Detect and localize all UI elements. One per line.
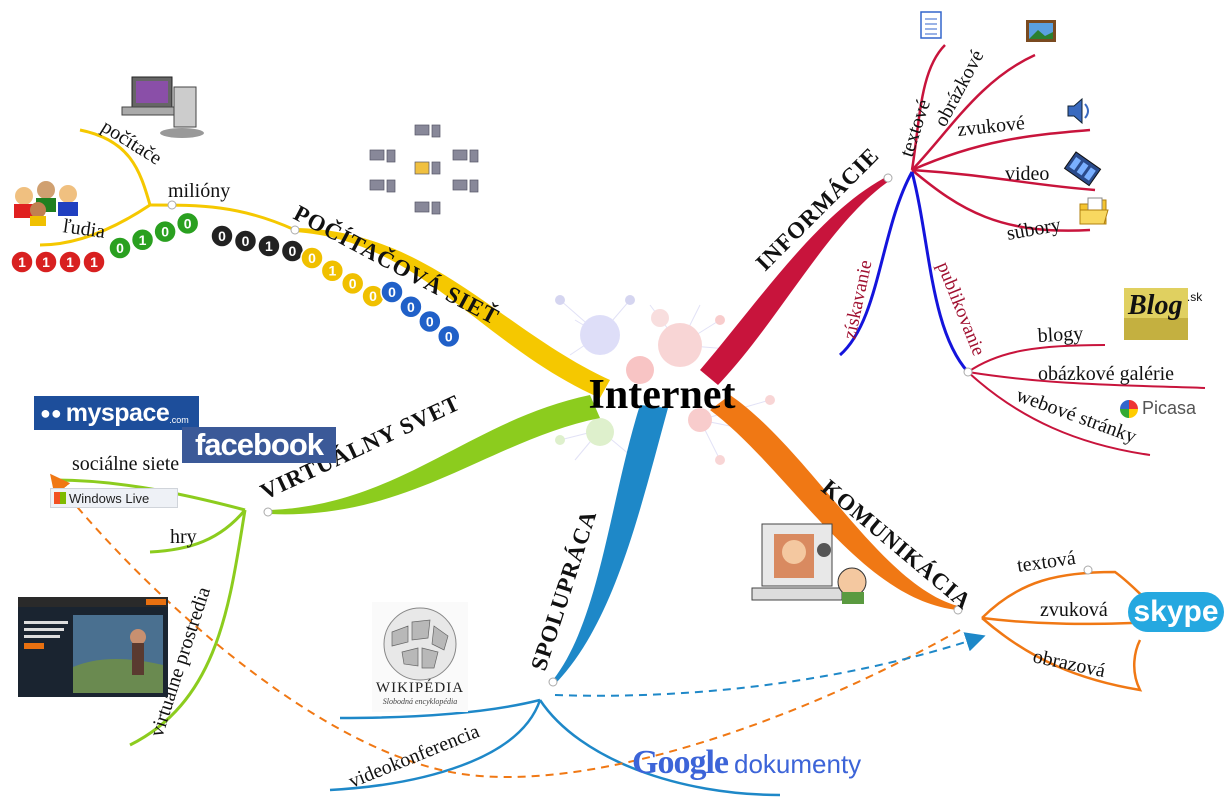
people-icon (14, 181, 78, 226)
binary-ball (380, 280, 404, 304)
google-docs-logo: Google dokumenty (632, 744, 862, 781)
dashed-link-blue (554, 632, 986, 697)
binary-ball (34, 250, 58, 274)
center-title: Internet (589, 372, 736, 418)
label-ludia: ľudia (61, 215, 106, 243)
binary-ball (108, 236, 132, 260)
label-videokonferencia: videokonferencia (346, 720, 483, 792)
branch-cooperation (553, 405, 668, 682)
label-textova: textová (1016, 547, 1077, 577)
blog-logo (1124, 288, 1188, 340)
label-zvukove: zvukové (956, 112, 1026, 141)
binary-ball (175, 211, 200, 236)
computer-icon (121, 76, 204, 138)
document-icon (920, 11, 942, 39)
binary-digit: 1 (90, 254, 98, 270)
binary-digit: 0 (388, 284, 396, 300)
label-obrazova: obrazová (1031, 645, 1107, 682)
binary-digit: 0 (184, 215, 192, 231)
myspace-people-icon: ●● (40, 402, 62, 423)
binary-digit: 0 (116, 240, 124, 256)
skype-logo: skype (1128, 592, 1224, 632)
binary-ball (300, 246, 324, 270)
binary-ball (58, 250, 82, 274)
binary-ball (418, 309, 442, 334)
information-blue-lines (839, 171, 970, 374)
binary-digit: 0 (218, 228, 226, 244)
binary-ball (210, 224, 234, 248)
label-blogy: blogy (1037, 323, 1084, 347)
branch-label-cooperation: SPOLUPRÁCA (526, 507, 601, 674)
binary-ball (436, 324, 461, 349)
binary-digit: 0 (407, 299, 415, 315)
binary-ball (257, 234, 281, 258)
picasa-logo: Picasa (1120, 398, 1196, 419)
binary-digit: 0 (426, 314, 434, 330)
branch-information (700, 175, 892, 385)
binary-digit: 1 (139, 232, 147, 248)
label-socialne: sociálne siete (72, 453, 179, 475)
label-miliony: milióny (168, 180, 230, 202)
information-sub-lines (910, 44, 1096, 232)
speaker-icon (1067, 97, 1089, 125)
binary-digit: 0 (349, 275, 357, 291)
virtual-world-screenshot (18, 597, 168, 697)
label-publikovanie: publikovanie (932, 259, 989, 359)
binary-ball (399, 295, 423, 319)
binary-ball (233, 229, 258, 253)
blog-logo-text: Blog .sk (1128, 290, 1203, 321)
label-zvukova: zvuková (1040, 599, 1108, 621)
binary-digit: 0 (161, 224, 169, 240)
binary-digit: 0 (289, 243, 297, 259)
binary-ball (320, 258, 345, 283)
wikipedia-logo (372, 602, 468, 712)
cooperation-sub-lines (329, 698, 781, 797)
binary-digit: 0 (308, 250, 316, 266)
label-subory: súbory (1005, 214, 1062, 245)
branch-virtual (270, 395, 600, 515)
branch-nodes (167, 173, 1093, 687)
film-icon (1063, 151, 1102, 187)
binary-ball (153, 219, 177, 244)
picture-icon (1026, 20, 1056, 42)
binary-digit: 1 (18, 254, 26, 270)
folder-icon (1079, 197, 1109, 225)
binary-digit: 1 (42, 254, 50, 270)
binary-digit: 1 (66, 254, 74, 270)
label-galerie: obázkové galérie (1038, 363, 1174, 385)
label-video: video (1005, 163, 1049, 185)
binary-ball (82, 250, 106, 274)
picasa-icon (1120, 399, 1138, 418)
publish-sub-lines (967, 344, 1206, 456)
binary-ball (130, 228, 155, 252)
binary-digit: 0 (445, 328, 453, 344)
facebook-logo: facebook (182, 427, 336, 463)
webcam-icon (751, 523, 867, 604)
binary-digit: 0 (242, 233, 250, 249)
branch-communication (710, 395, 958, 610)
network-icon (369, 124, 479, 215)
windows-live-logo: Windows Live (50, 488, 178, 508)
binary-ball (340, 271, 365, 296)
virtual-sub-lines (54, 478, 247, 747)
wikipedia-text: WIKIPÉDIA Slobodná encyklopédia (375, 680, 465, 706)
network-sub-lines (39, 128, 296, 247)
center-network-graphic (555, 295, 775, 465)
branch-label-network: POČÍTAČOVÁ SIEŤ (290, 199, 504, 329)
label-hry: hry (170, 526, 197, 548)
binary-digit: 0 (369, 288, 377, 304)
branch-network (295, 228, 610, 398)
myspace-logo: ●● myspace .com (34, 396, 199, 430)
binary-digit: 1 (328, 263, 336, 279)
windows-flag-icon (54, 492, 66, 504)
binary-digit: 1 (265, 238, 273, 254)
binary-ball (10, 250, 34, 274)
